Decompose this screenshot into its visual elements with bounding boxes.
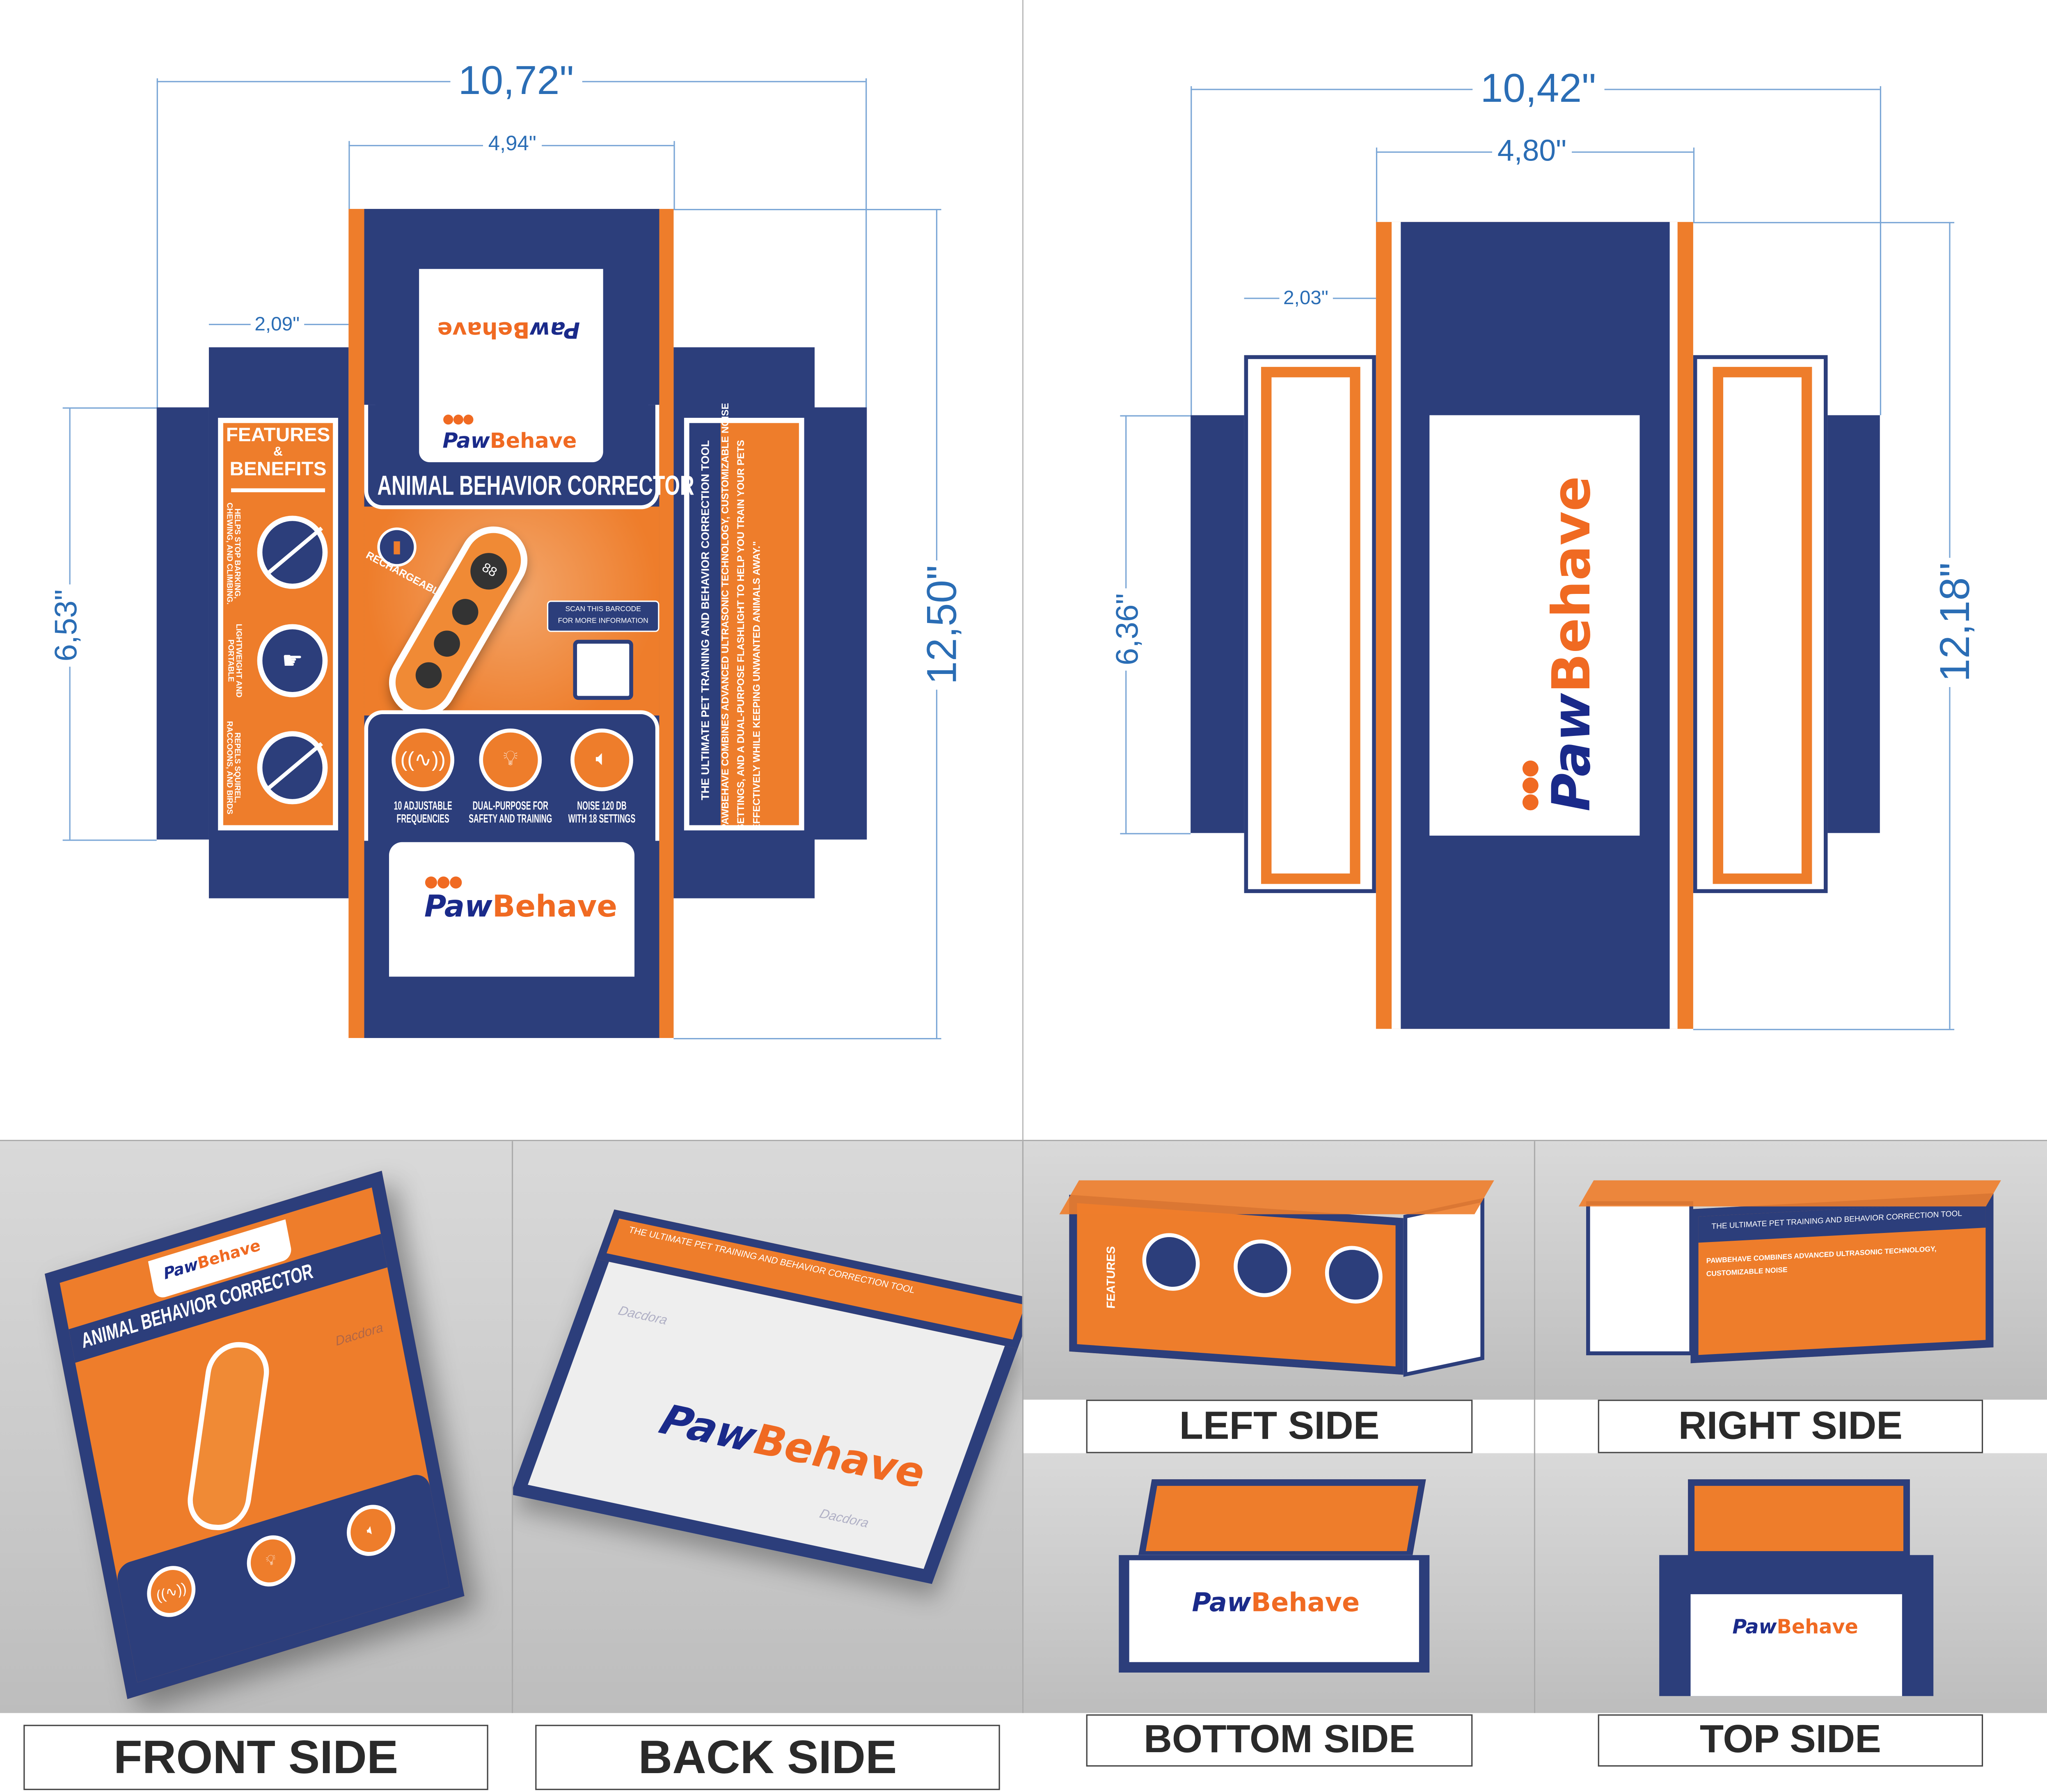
dim-total-height: 12,50" bbox=[918, 559, 966, 690]
label-front-side: FRONT SIDE bbox=[23, 1725, 488, 1790]
dim-front-width: 4,94" bbox=[483, 133, 542, 157]
divider bbox=[1022, 0, 1024, 1140]
dim-side-height: 6,36" bbox=[1110, 588, 1147, 671]
features-title: FEATURES & BENEFITS bbox=[223, 425, 333, 481]
product-title: ANIMAL BEHAVIOR CORRECTOR bbox=[377, 471, 694, 502]
dim-side-width: 2,03" bbox=[1279, 287, 1333, 309]
label-top-side: TOP SIDE bbox=[1598, 1714, 1983, 1767]
ampersand: & bbox=[273, 445, 283, 460]
lightweight-hand-box-icon: ☛ bbox=[257, 624, 328, 697]
dim-total-width: 10,72" bbox=[450, 57, 582, 105]
barcode-placeholder bbox=[573, 639, 633, 700]
no-squirrel-icon bbox=[257, 731, 328, 804]
no-barking-icon bbox=[257, 516, 328, 589]
label-right-side: RIGHT SIDE bbox=[1598, 1400, 1983, 1453]
description-panel: THE ULTIMATE PET TRAINING AND BEHAVIOR C… bbox=[684, 403, 804, 831]
dim-total-width: 10,42" bbox=[1472, 65, 1604, 112]
dim-total-height: 12,18" bbox=[1931, 557, 1980, 687]
feature-text: REPELS SQUIREL, RACCOONS, AND BIRDS bbox=[224, 721, 240, 815]
scan-label: SCAN THIS BARCODE FOR MORE INFORMATION bbox=[547, 600, 659, 632]
left-view-photo: FEATURES bbox=[1022, 1141, 1534, 1400]
battery-icon: ▮ bbox=[377, 527, 417, 567]
label-left-side: LEFT SIDE bbox=[1086, 1400, 1473, 1453]
speaker-icon: 🔈︎ bbox=[570, 729, 633, 791]
lightbulb-icon: 💡︎ bbox=[479, 729, 542, 791]
label-back-side: BACK SIDE bbox=[535, 1725, 1000, 1790]
dim-front-width: 4,80" bbox=[1492, 133, 1572, 169]
dim-side-width: 2,09" bbox=[250, 313, 304, 336]
feature-text: HELPS STOP BARKING, CHEWING, AND CLIMBIN… bbox=[224, 502, 240, 605]
label-bottom-side: BOTTOM SIDE bbox=[1086, 1714, 1473, 1767]
features-panel: FEATURES & BENEFITS ☛ HELPS STOP BARKING… bbox=[218, 417, 338, 831]
frequency-wave-icon: ((∿)) bbox=[392, 729, 455, 791]
back-view-photo: THE ULTIMATE PET TRAINING AND BEHAVIOR C… bbox=[511, 1141, 1022, 1713]
right-view-photo: THE ULTIMATE PET TRAINING AND BEHAVIOR C… bbox=[1534, 1141, 2047, 1400]
dim-side-height: 6,53" bbox=[49, 584, 86, 667]
feature-text: LIGHTWEIGHT AND PORTABLE bbox=[226, 623, 242, 698]
